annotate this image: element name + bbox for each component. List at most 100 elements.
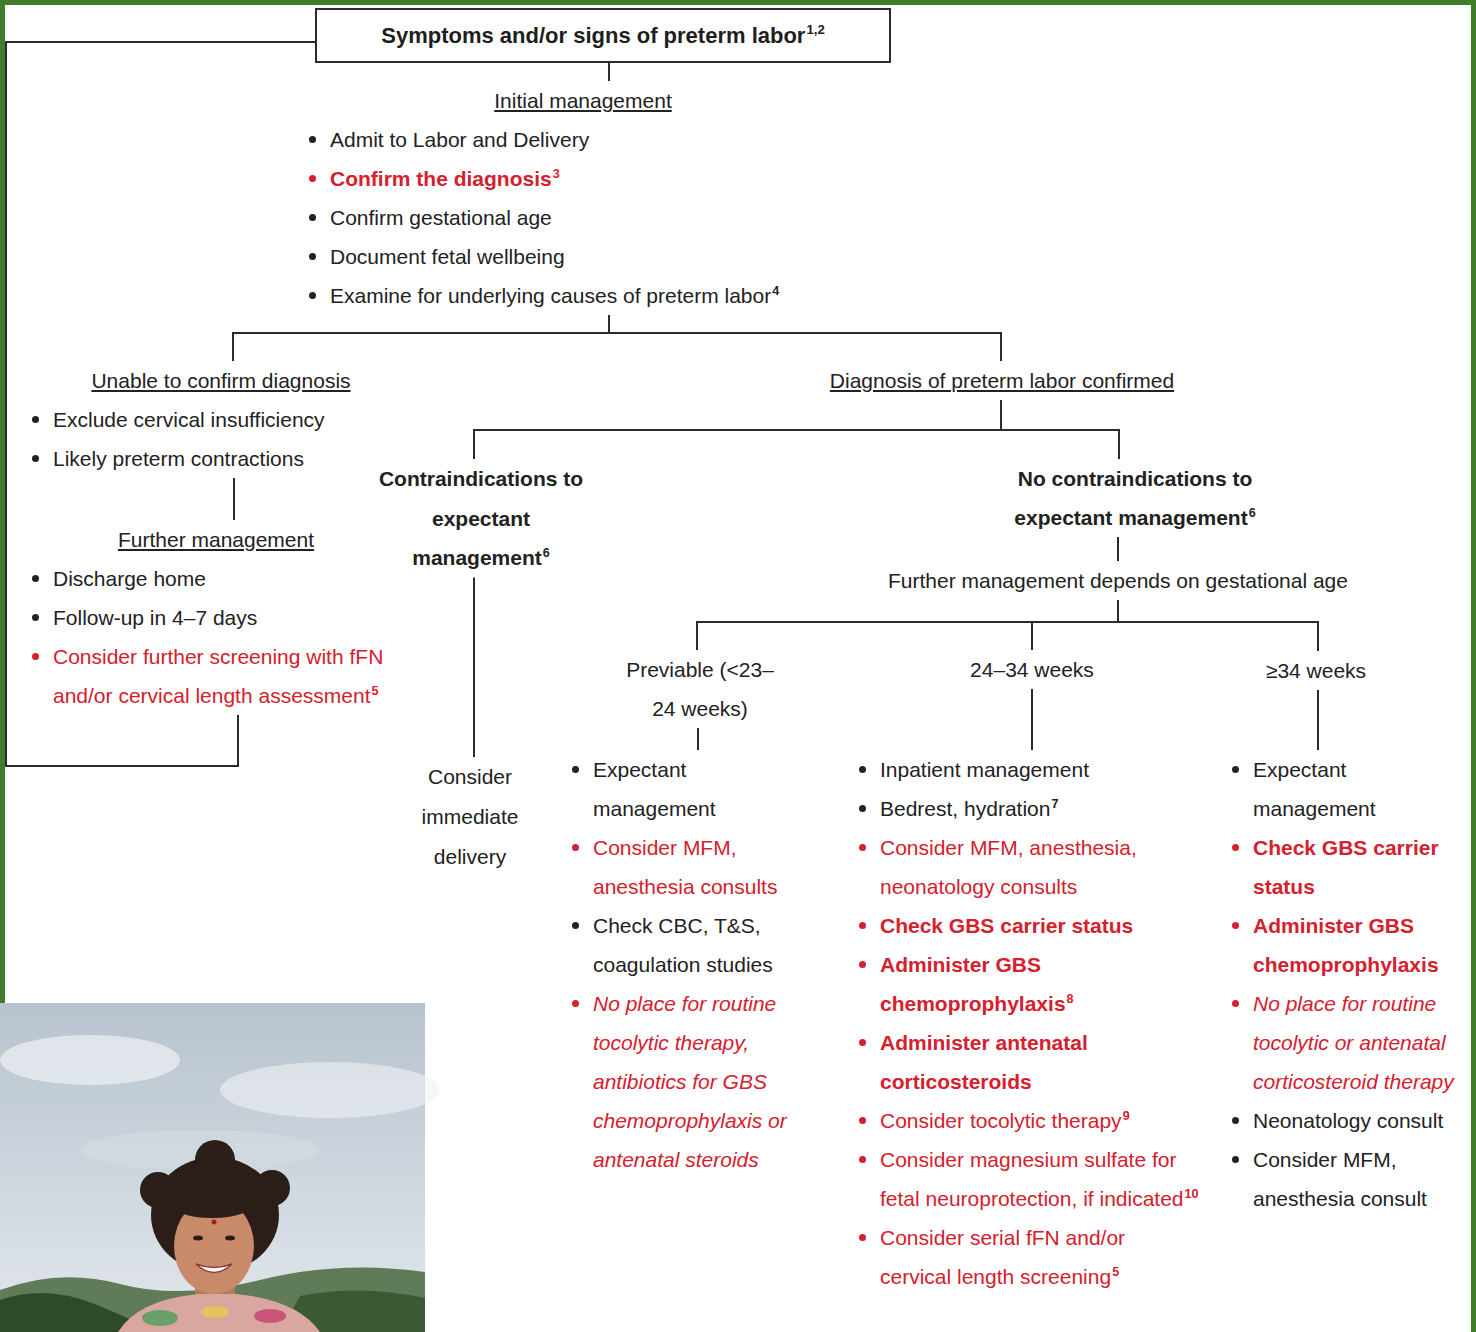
bullet-dot <box>1232 1117 1239 1124</box>
connector-line <box>1118 600 1318 651</box>
footnote-number: 6 <box>543 546 550 560</box>
text-group: Consider immediate delivery <box>405 757 535 877</box>
bullet-dot <box>859 1117 866 1124</box>
bullet-dot <box>32 614 39 621</box>
bullet-text: Examine for underlying causes of preterm… <box>330 284 771 307</box>
bullet-text: No place for routine tocolytic or antena… <box>1253 992 1454 1093</box>
text-group: Expectant managementConsider MFM, anesth… <box>568 750 810 1179</box>
bullet-text: Exclude cervical insufficiency <box>53 408 325 431</box>
bullet-item: Likely preterm contractions <box>28 439 414 478</box>
photo-scarf-pattern <box>142 1310 178 1326</box>
section-heading: Unable to confirm diagnosis <box>91 369 350 392</box>
frame-top <box>0 0 1476 5</box>
text-group: No contraindications to expectant manage… <box>985 459 1285 537</box>
footnote-number: 6 <box>1249 506 1256 520</box>
bullet-item: Consider tocolytic therapy9 <box>855 1101 1200 1140</box>
heading-line: Unable to confirm diagnosis <box>28 361 414 400</box>
branch-heading: Contraindications to expectant managemen… <box>379 467 583 569</box>
section-heading: Initial management <box>494 89 671 112</box>
bullet-item: No place for routine tocolytic or antena… <box>1228 984 1472 1101</box>
bullet-dot <box>572 766 579 773</box>
text-group: Expectant managementCheck GBS carrier st… <box>1228 750 1472 1218</box>
bullet-text: Likely preterm contractions <box>53 447 304 470</box>
bullet-item: Neonatology consult <box>1228 1101 1472 1140</box>
heading-line: Diagnosis of preterm labor confirmed <box>802 361 1202 400</box>
bullet-text: Consider MFM, anesthesia consults <box>593 836 777 898</box>
section-heading: Further management <box>118 528 314 551</box>
text-group: Initial managementAdmit to Labor and Del… <box>305 81 861 315</box>
bullet-dot <box>572 922 579 929</box>
heading-line: Contraindications to expectant managemen… <box>371 459 591 578</box>
bullet-dot <box>1232 766 1239 773</box>
bullet-text: Admit to Labor and Delivery <box>330 128 589 151</box>
text-line: 24–34 weeks <box>942 650 1122 689</box>
bullet-item: Discharge home <box>28 559 404 598</box>
bullet-dot <box>1232 922 1239 929</box>
bullet-dot <box>1232 1156 1239 1163</box>
heading-line: Further management <box>28 520 404 559</box>
bullet-item: Administer antenatal corticosteroids <box>855 1023 1200 1101</box>
bullet-text: Follow-up in 4–7 days <box>53 606 257 629</box>
bullet-item: Document fetal wellbeing <box>305 237 861 276</box>
text-line: Further management depends on gestationa… <box>858 561 1378 600</box>
text-group: Diagnosis of preterm labor confirmed <box>802 361 1202 400</box>
photo-scarf <box>118 1294 320 1332</box>
bullet-text: Administer GBS chemoprophylaxis <box>880 953 1066 1015</box>
connector-line <box>473 578 475 758</box>
photo-eye <box>225 1236 235 1241</box>
connector-line <box>608 63 610 81</box>
text-group: Further managementDischarge homeFollow-u… <box>28 520 404 715</box>
bullet-dot <box>859 1234 866 1241</box>
bullet-item: Consider magnesium sulfate for fetal neu… <box>855 1140 1200 1218</box>
frame-right <box>1471 0 1476 1332</box>
text-line: Consider immediate delivery <box>405 757 535 877</box>
bullet-dot <box>32 653 39 660</box>
bullet-item: Consider MFM, anesthesia consult <box>1228 1140 1472 1218</box>
bullet-item: Examine for underlying causes of preterm… <box>305 276 861 315</box>
text-group: Previable (<23–24 weeks) <box>620 650 780 728</box>
section-heading: Diagnosis of preterm labor confirmed <box>830 369 1174 392</box>
text-group: ≥34 weeks <box>1236 651 1396 690</box>
branch-heading: No contraindications to expectant manage… <box>1014 467 1252 529</box>
process-box: Symptoms and/or signs of preterm labor1,… <box>315 8 891 63</box>
footnote-number: 4 <box>772 284 779 298</box>
photo-cloud <box>0 1035 180 1085</box>
bullet-dot <box>309 214 316 221</box>
bullet-dot <box>309 136 316 143</box>
footnote-number: 10 <box>1185 1187 1199 1201</box>
photo-hair-curl <box>254 1170 290 1206</box>
bullet-dot <box>859 805 866 812</box>
bullet-text: Discharge home <box>53 567 206 590</box>
bullet-item: Check GBS carrier status <box>1228 828 1472 906</box>
bullet-item: Confirm gestational age <box>305 198 861 237</box>
bullet-item: Check GBS carrier status <box>855 906 1200 945</box>
bullet-text: Inpatient management <box>880 758 1089 781</box>
footnote-number: 8 <box>1067 992 1074 1006</box>
bullet-dot <box>859 1156 866 1163</box>
bullet-dot <box>859 961 866 968</box>
bullet-item: Consider MFM, anesthesia, neonatology co… <box>855 828 1200 906</box>
bullet-item: Exclude cervical insufficiency <box>28 400 414 439</box>
photo-fringe <box>166 1182 258 1218</box>
connector-line <box>233 315 609 361</box>
bullet-dot <box>309 175 316 182</box>
footnote-number: 3 <box>553 167 560 181</box>
text-line: Previable (<23–24 weeks) <box>620 650 780 728</box>
photo-eye <box>193 1236 203 1241</box>
bullet-text: Expectant management <box>593 758 716 820</box>
connector-line <box>697 600 1118 650</box>
branch-label: Previable (<23–24 weeks) <box>626 658 774 720</box>
bullet-item: Expectant management <box>1228 750 1472 828</box>
text-group: Further management depends on gestationa… <box>858 561 1378 600</box>
text-group: Unable to confirm diagnosisExclude cervi… <box>28 361 414 478</box>
bullet-text: Check GBS carrier status <box>880 914 1133 937</box>
bullet-text: Confirm gestational age <box>330 206 552 229</box>
photo-scarf-pattern <box>254 1309 286 1323</box>
bullet-text: Administer antenatal corticosteroids <box>880 1031 1088 1093</box>
connector-line <box>474 400 1001 459</box>
bullet-dot <box>859 766 866 773</box>
bullet-text: Bedrest, hydration <box>880 797 1050 820</box>
bullet-item: Administer GBS chemoprophylaxis8 <box>855 945 1200 1023</box>
title-line: Symptoms and/or signs of preterm labor1,… <box>381 23 825 49</box>
